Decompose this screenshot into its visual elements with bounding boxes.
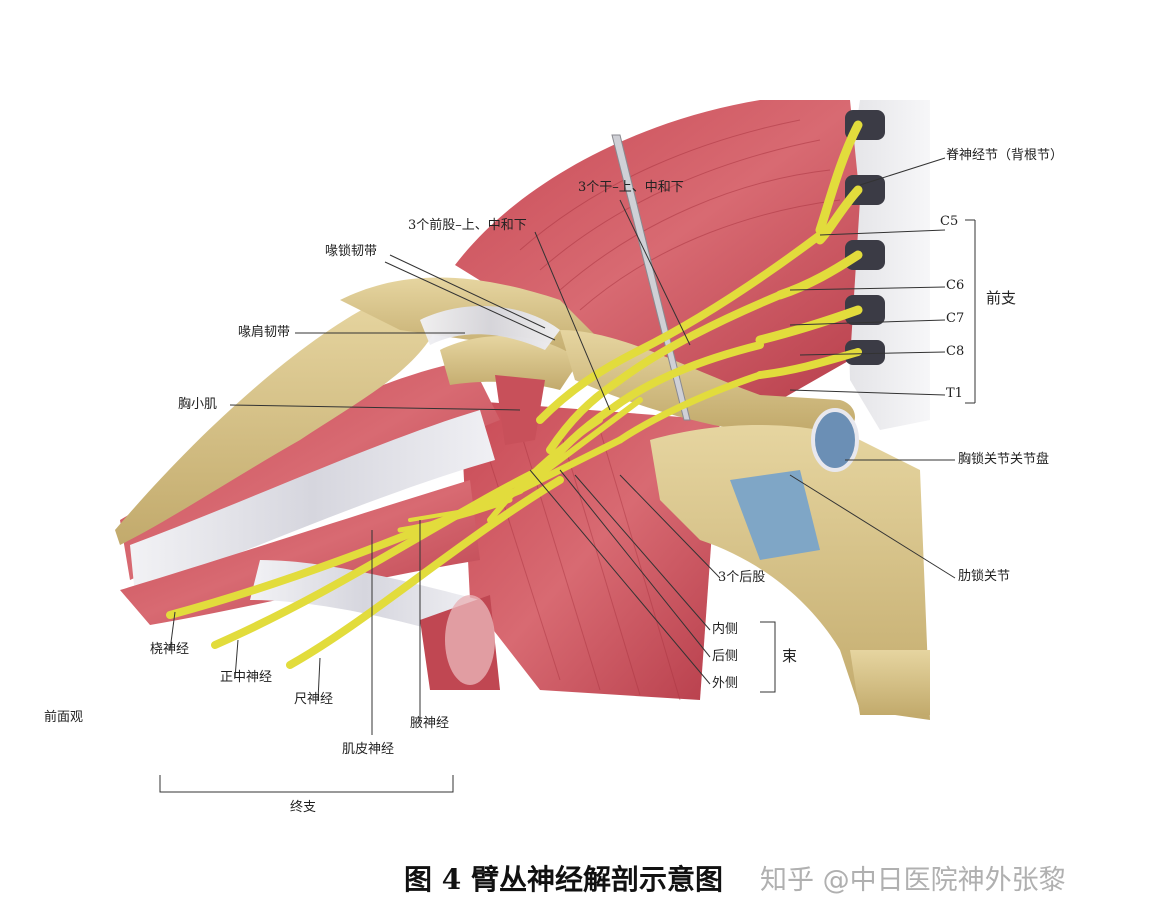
cut-muscle-face — [445, 595, 495, 685]
terminal-branches-label: 终支 — [290, 800, 317, 815]
sc-disc-label: 胸锁关节关节盘 — [958, 452, 1050, 467]
t1-label: T1 — [946, 386, 963, 401]
medial-cord-label: 内侧 — [712, 622, 739, 637]
c5-label: C5 — [940, 214, 959, 229]
trunks-label: 3个干–上、中和下 — [578, 180, 684, 195]
pectoralis-minor-label: 胸小肌 — [178, 397, 218, 412]
anterior-divisions-label: 3个前股–上、中和下 — [408, 218, 527, 233]
posterior-divisions-label: 3个后股 — [718, 570, 766, 585]
leader-lines — [159, 157, 976, 793]
posterior-cord-label: 后侧 — [712, 649, 739, 664]
vertebrae — [845, 110, 885, 365]
ganglion-label: 脊神经节（背根节） — [946, 148, 1064, 163]
coracoacromial-ligament-fibers — [420, 306, 560, 350]
figure-caption: 图 4 臂丛神经解剖示意图 — [404, 863, 723, 896]
costoclavicular-joint-label: 肋锁关节 — [958, 569, 1011, 584]
first-rib-sternum — [650, 425, 930, 720]
median-nerve-path — [211, 466, 544, 649]
ulnar-nerve-label: 尺神经 — [294, 692, 334, 707]
sc-joint-disc — [811, 408, 859, 472]
sternum-lower — [850, 650, 930, 715]
radial-nerve-label: 桡神经 — [150, 642, 190, 657]
watermark: 知乎 @中日医院神外张黎 — [760, 865, 1066, 896]
coracoacromial-ligament-label: 喙肩韧带 — [238, 325, 291, 340]
c7-label: C7 — [946, 311, 965, 326]
coracoclavicular-ligament-label: 喙锁韧带 — [325, 244, 378, 259]
c6-label: C6 — [946, 278, 965, 293]
median-nerve-label: 正中神经 — [220, 670, 273, 685]
ulnar-nerve-path — [286, 476, 564, 669]
arm-muscle-lower — [120, 480, 480, 625]
c8-label: C8 — [946, 344, 965, 359]
axillary-nerve-label: 腋神经 — [410, 716, 450, 731]
musculocutaneous-nerve-label: 肌皮神经 — [342, 742, 395, 757]
nerves — [166, 120, 863, 669]
anterior-view-label: 前面观 — [44, 710, 84, 725]
anterior-rami-label: 前支 — [986, 289, 1017, 307]
humerus — [115, 300, 440, 545]
costal-cartilage — [730, 470, 820, 560]
axillary-nerve-path — [408, 503, 502, 522]
lateral-cord-label: 外侧 — [712, 676, 739, 691]
arm-tendon — [130, 410, 495, 595]
cords-label: 束 — [782, 647, 798, 665]
